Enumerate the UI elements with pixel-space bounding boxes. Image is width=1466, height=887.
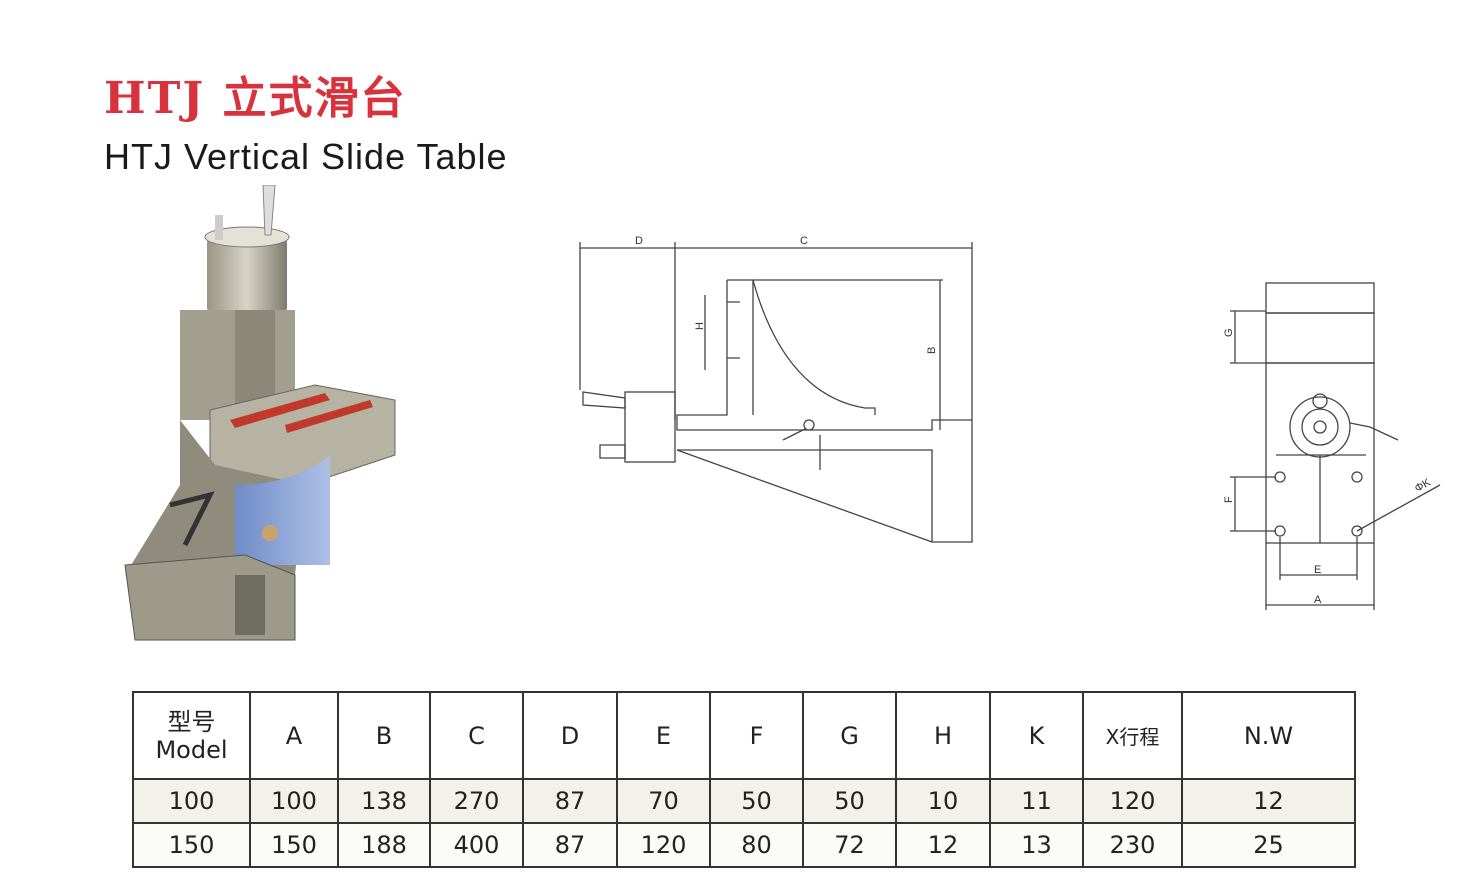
- header-b: B: [337, 691, 431, 780]
- header-nw: N.W: [1181, 691, 1356, 780]
- header-x-travel: X行程: [1082, 691, 1183, 780]
- dim-label-e: E: [1314, 564, 1321, 576]
- header-k: K: [989, 691, 1084, 780]
- dim-label-k: ΦK: [1413, 476, 1434, 495]
- table-cell: 50: [802, 778, 897, 824]
- header-model-en: Model: [155, 735, 228, 764]
- front-view-drawing: G F E A ΦK: [1223, 282, 1441, 610]
- table-cell: 100: [132, 778, 251, 824]
- header-model-cn: 型号: [167, 707, 216, 736]
- dim-label-h: H: [694, 322, 706, 330]
- title-chinese: HTJ 立式滑台: [104, 73, 407, 124]
- table-cell: 25: [1181, 822, 1356, 868]
- side-view-drawing: D C H B: [579, 235, 973, 543]
- table-cell: 87: [522, 778, 618, 824]
- dim-label-f: F: [1223, 496, 1235, 503]
- dim-label-d: D: [635, 235, 643, 247]
- table-cell: 13: [989, 822, 1084, 868]
- product-photo: [124, 185, 396, 641]
- header-e: E: [616, 691, 711, 780]
- table-cell: 12: [895, 822, 991, 868]
- dim-label-g: G: [1223, 328, 1235, 337]
- header-c: C: [429, 691, 524, 780]
- table-cell: 50: [709, 778, 804, 824]
- table-cell: 120: [1082, 778, 1183, 824]
- table-cell: 150: [249, 822, 339, 868]
- table-cell: 100: [249, 778, 339, 824]
- header-d: D: [522, 691, 618, 780]
- table-cell: 138: [337, 778, 431, 824]
- table-cell: 270: [429, 778, 524, 824]
- dim-label-a: A: [1314, 594, 1322, 606]
- table-cell: 12: [1181, 778, 1356, 824]
- table-cell: 150: [132, 822, 251, 868]
- header-a: A: [249, 691, 339, 780]
- header-h: H: [895, 691, 991, 780]
- dim-label-c: C: [800, 235, 808, 247]
- dim-label-b: B: [926, 347, 938, 354]
- table-cell: 87: [522, 822, 618, 868]
- header-f: F: [709, 691, 804, 780]
- table-cell: 10: [895, 778, 991, 824]
- table-cell: 72: [802, 822, 897, 868]
- table-cell: 80: [709, 822, 804, 868]
- table-cell: 11: [989, 778, 1084, 824]
- table-cell: 120: [616, 822, 711, 868]
- header-g: G: [802, 691, 897, 780]
- table-cell: 70: [616, 778, 711, 824]
- table-cell: 230: [1082, 822, 1183, 868]
- table-cell: 188: [337, 822, 431, 868]
- title-english: HTJ Vertical Slide Table: [104, 136, 508, 177]
- table-cell: 400: [429, 822, 524, 868]
